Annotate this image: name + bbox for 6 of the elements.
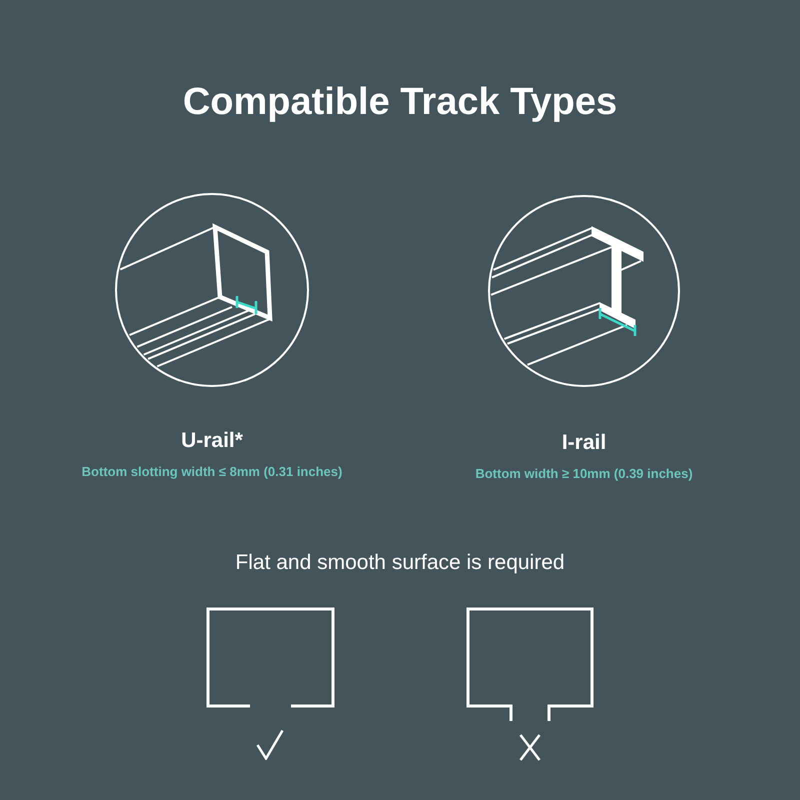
requirement-note: Flat and smooth surface is required	[235, 550, 565, 576]
title: Compatible Track Types	[182, 80, 618, 125]
width-requirement-text: Bottom width ≥ 10mm (0.39 inches)	[475, 466, 693, 482]
width-requirement-text: Bottom slotting width ≤ 8mm (0.31 inches)	[82, 464, 342, 480]
rail-type-heading: U-rail*	[181, 428, 243, 454]
rail-type-heading: I-rail	[562, 430, 606, 456]
